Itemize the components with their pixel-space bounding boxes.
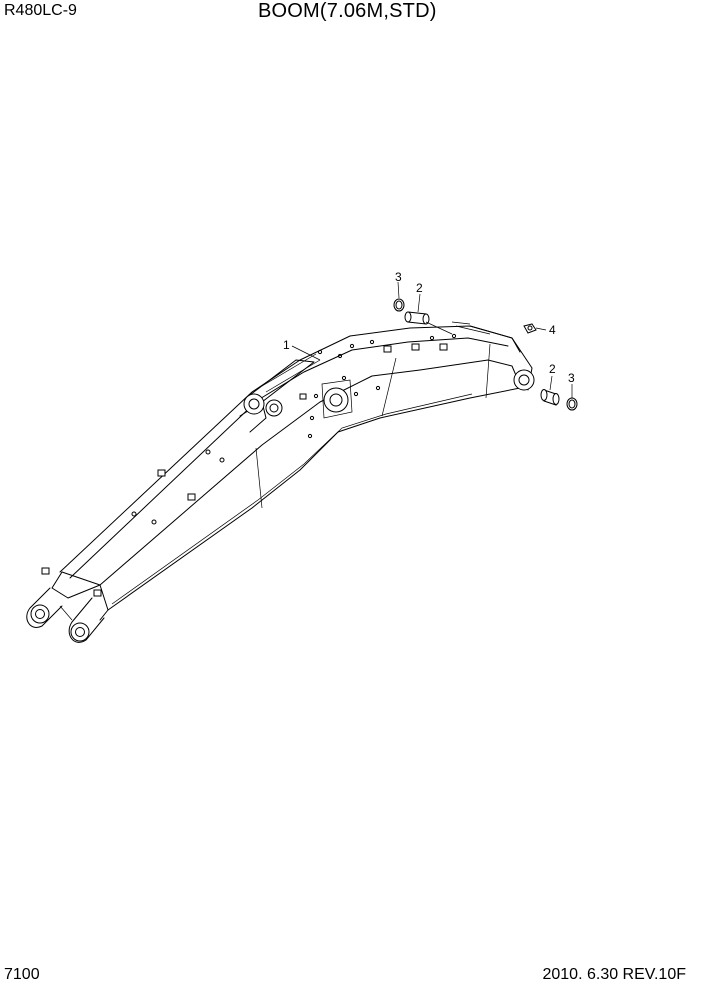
bushing-part-right (540, 389, 560, 406)
model-label: R480LC-9 (4, 2, 77, 19)
ring-part-upper (393, 298, 405, 312)
callout-4: 4 (549, 323, 556, 337)
page-number: 7100 (4, 966, 40, 983)
boom-body (26, 321, 535, 643)
callout-3-upper: 3 (395, 270, 402, 284)
revision-label: 2010. 6.30 REV.10F (542, 966, 686, 983)
callout-2-upper: 2 (416, 281, 423, 295)
callout-3-right: 3 (568, 371, 575, 385)
ring-part-right (566, 397, 578, 411)
bushing-part-upper (404, 311, 430, 325)
page-title: BOOM(7.06M,STD) (258, 0, 437, 22)
callout-1: 1 (283, 338, 290, 352)
leader-lines (291, 281, 573, 398)
grease-nipple-part (523, 323, 537, 334)
callout-2-right: 2 (549, 362, 556, 376)
